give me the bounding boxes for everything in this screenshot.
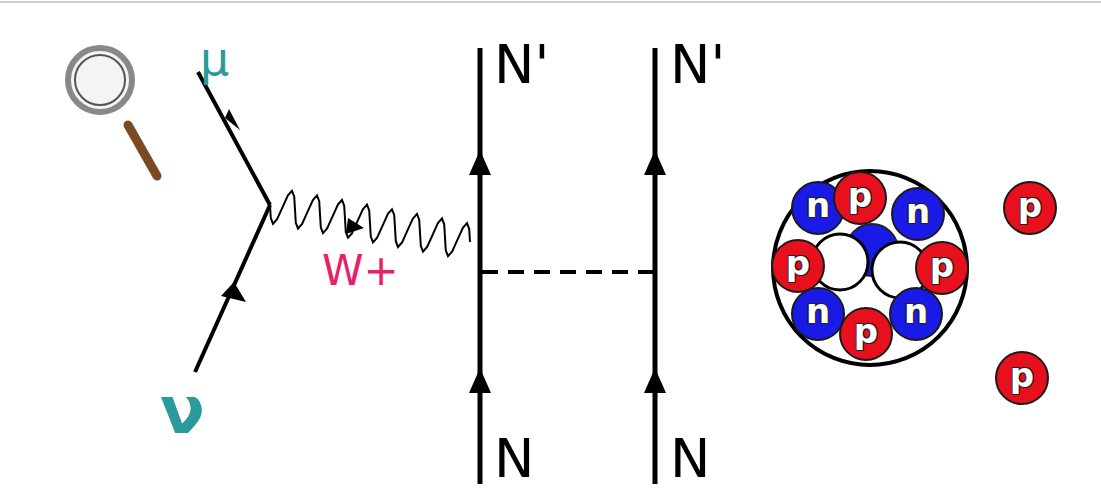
nucleon-letter: p <box>848 178 872 212</box>
neutrino-line <box>195 205 270 372</box>
arrow-head <box>469 150 491 175</box>
nucleon-line <box>653 48 658 484</box>
meson-exchange <box>482 270 653 274</box>
magnifying-glass <box>68 48 157 176</box>
proton-ball: p <box>839 307 893 361</box>
nucleon-letter: p <box>1010 358 1034 392</box>
nucleon-letter: p <box>1018 188 1042 222</box>
arrow-head <box>469 368 491 393</box>
nucleon-letter: n <box>806 188 830 222</box>
nucleon-label: N' <box>494 38 549 92</box>
arrow-head <box>644 150 666 175</box>
nucleon-label: N <box>494 432 534 486</box>
nucleon-letter: n <box>906 194 930 228</box>
neutron-ball: n <box>889 287 943 341</box>
nucleon-label: N' <box>670 38 725 92</box>
arrow-head <box>346 218 364 234</box>
arrow-head <box>644 368 666 393</box>
particle-label: ν <box>160 378 205 444</box>
nucleus-outline <box>773 171 967 365</box>
neutron-ball: n <box>891 187 945 241</box>
particle-label: μ <box>200 36 229 82</box>
nucleon-letter: p <box>930 248 954 282</box>
proton-ball: p <box>1003 181 1057 235</box>
proton-ball: p <box>771 239 825 293</box>
proton-ball: p <box>915 241 969 295</box>
nucleon-letter: n <box>806 294 830 328</box>
neutron-ball: n <box>791 287 845 341</box>
nucleon-label: N <box>670 432 710 486</box>
nucleon-line <box>478 48 483 484</box>
nucleon-letter: p <box>786 246 810 280</box>
top-rule <box>0 1 1101 3</box>
w-boson-wave <box>270 191 470 256</box>
nucleon-letter: p <box>854 314 878 348</box>
boson-label: W+ <box>322 250 399 292</box>
arrow-head <box>225 109 240 130</box>
nucleon-letter: n <box>904 294 928 328</box>
proton-ball: p <box>833 171 887 225</box>
muon-line <box>198 72 270 205</box>
arrow-head <box>221 282 246 302</box>
proton-ball: p <box>995 351 1049 405</box>
